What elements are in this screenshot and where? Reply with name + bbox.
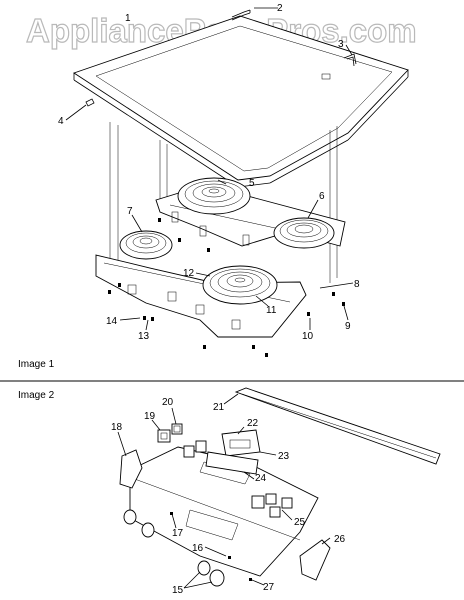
callout-9: 9 [345,321,351,332]
surface-element-12 [202,265,278,305]
switches-left-pair [183,440,207,458]
bracket-clip-3 [343,53,357,67]
callout-25: 25 [294,517,306,528]
overlay-23 [205,451,259,475]
knobs-15 [123,509,225,587]
callout-3: 3 [338,39,344,50]
leader-lines-image1 [65,7,354,331]
surface-element-7 [119,230,173,260]
callout-22: 22 [247,418,259,429]
screw-4 [85,98,95,107]
switch-20 [171,423,183,435]
callout-27: 27 [263,582,275,593]
end-cap-18 [119,449,143,489]
clock-module-22 [221,429,261,457]
screws [108,218,345,357]
callout-24: 24 [255,473,267,484]
callout-17: 17 [172,528,184,539]
callout-16: 16 [192,543,204,554]
surface-element-5 [177,177,251,215]
callout-10: 10 [302,331,314,342]
image1-caption: Image 1 [18,359,55,370]
callout-1: 1 [125,13,131,24]
callout-11: 11 [266,305,277,316]
callout-13: 13 [138,331,150,342]
callout-23: 23 [278,451,290,462]
callout-5: 5 [249,178,255,189]
callout-14: 14 [106,316,118,327]
bracket-clip-2 [231,9,251,21]
cooktop-glass-top [72,15,409,188]
switch-19 [157,429,171,443]
callout-8: 8 [354,279,360,290]
callout-26: 26 [334,534,346,545]
end-cap-26 [299,539,331,581]
callout-7: 7 [127,206,133,217]
callout-4: 4 [58,116,64,127]
surface-element-6 [273,217,335,249]
burner-bracket-lower [95,254,307,338]
callout-21: 21 [213,402,225,413]
trim-strip-21 [234,387,441,465]
callout-2: 2 [277,3,283,14]
callout-18: 18 [111,422,123,433]
alignment-lines [109,122,338,283]
callout-6: 6 [319,191,325,202]
leader-lines-image2 [117,393,331,589]
small-parts [170,512,252,581]
callout-20: 20 [162,397,174,408]
image2-caption: Image 2 [18,390,55,401]
switches-right [251,493,293,518]
callout-19: 19 [144,411,156,422]
callout-15: 15 [172,585,184,596]
callout-12: 12 [183,268,195,279]
